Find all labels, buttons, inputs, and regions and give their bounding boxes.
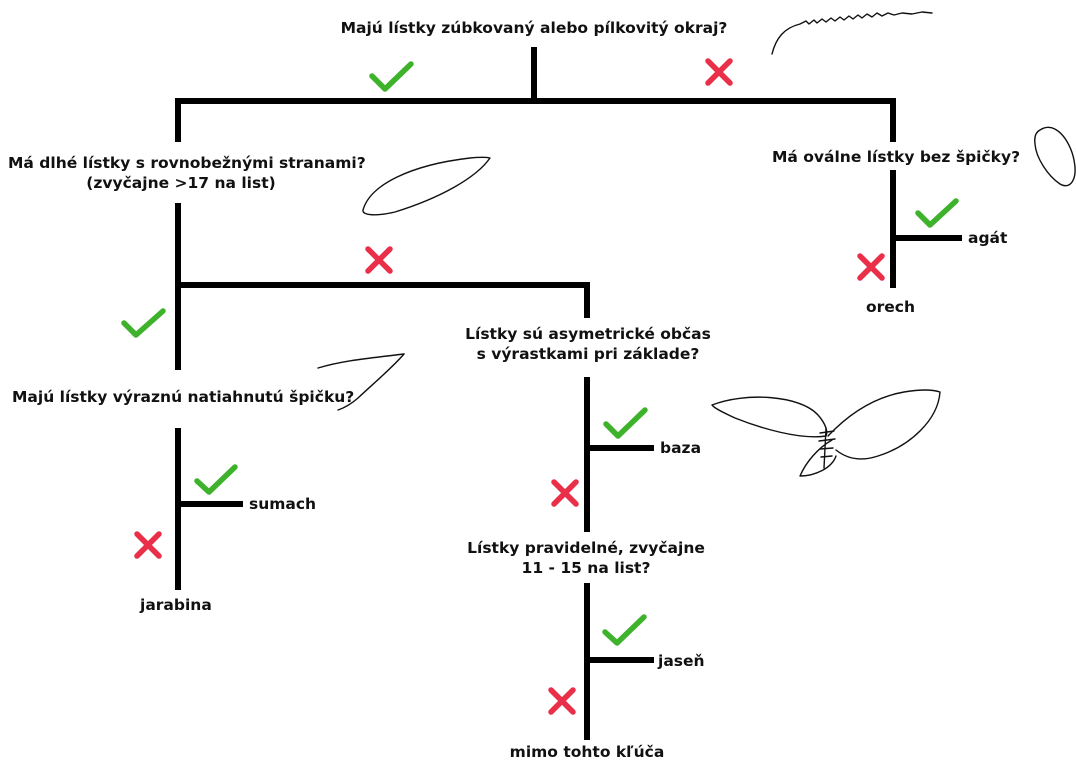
leaf-outside-key: mimo tohto kľúča <box>509 743 665 761</box>
question-regular-leaves-line2: 11 - 15 na list? <box>521 559 651 577</box>
question-parallel-sides-line1: Má dlhé lístky s rovnobežnými stranami? <box>8 154 366 172</box>
question-oval-leaves: Má oválne lístky bez špičky? <box>772 148 1021 166</box>
check-mark-icon <box>121 308 166 338</box>
oval-leaf-sketch <box>1034 126 1076 187</box>
cross-mark-icon <box>548 687 576 715</box>
asymmetric-leaves-sketch <box>711 389 941 477</box>
tree-lines <box>175 47 962 740</box>
cross-mark-icon <box>857 253 885 281</box>
question-asymmetric-leaves-line1: Lístky sú asymetrické občas <box>465 325 711 343</box>
pointed-tip-sketch <box>317 353 405 411</box>
question-regular-leaves-line1: Lístky pravidelné, zvyčajne <box>467 539 705 557</box>
question-asymmetric-leaves: Lístky sú asymetrické občas s výrastkami… <box>450 324 726 364</box>
check-mark-icons <box>121 61 959 646</box>
question-pointed-tip: Majú lístky výraznú natiahnutú špičku? <box>12 388 355 406</box>
serrated-edge-sketch <box>771 11 933 55</box>
leaf-baza: baza <box>660 439 702 457</box>
check-mark-icon <box>915 198 959 228</box>
cross-mark-icon <box>365 246 393 274</box>
leaf-sumach: sumach <box>249 495 317 513</box>
check-mark-icon <box>602 614 647 646</box>
leaf-jasen: jaseň <box>658 652 705 670</box>
long-leaf-sketch <box>362 156 491 216</box>
cross-mark-icon <box>705 58 733 86</box>
leaf-jarabina: jarabina <box>140 596 212 614</box>
question-regular-leaves: Lístky pravidelné, zvyčajne 11 - 15 na l… <box>460 538 712 578</box>
question-asymmetric-leaves-line2: s výrastkami pri základe? <box>476 345 700 363</box>
question-parallel-sides: Má dlhé lístky s rovnobežnými stranami? … <box>8 153 366 193</box>
leaf-orech: orech <box>866 298 916 316</box>
cross-mark-icon <box>134 531 162 559</box>
question-serrated-edge: Majú lístky zúbkovaný alebo pílkovitý ok… <box>340 19 728 37</box>
check-mark-icon <box>603 407 648 439</box>
cross-mark-icon <box>551 479 579 507</box>
leaf-agat: agát <box>968 229 1008 247</box>
check-mark-icon <box>194 464 238 495</box>
check-mark-icon <box>369 61 414 92</box>
cross-mark-icons <box>134 58 885 715</box>
question-parallel-sides-line2: (zvyčajne >17 na list) <box>86 174 276 192</box>
